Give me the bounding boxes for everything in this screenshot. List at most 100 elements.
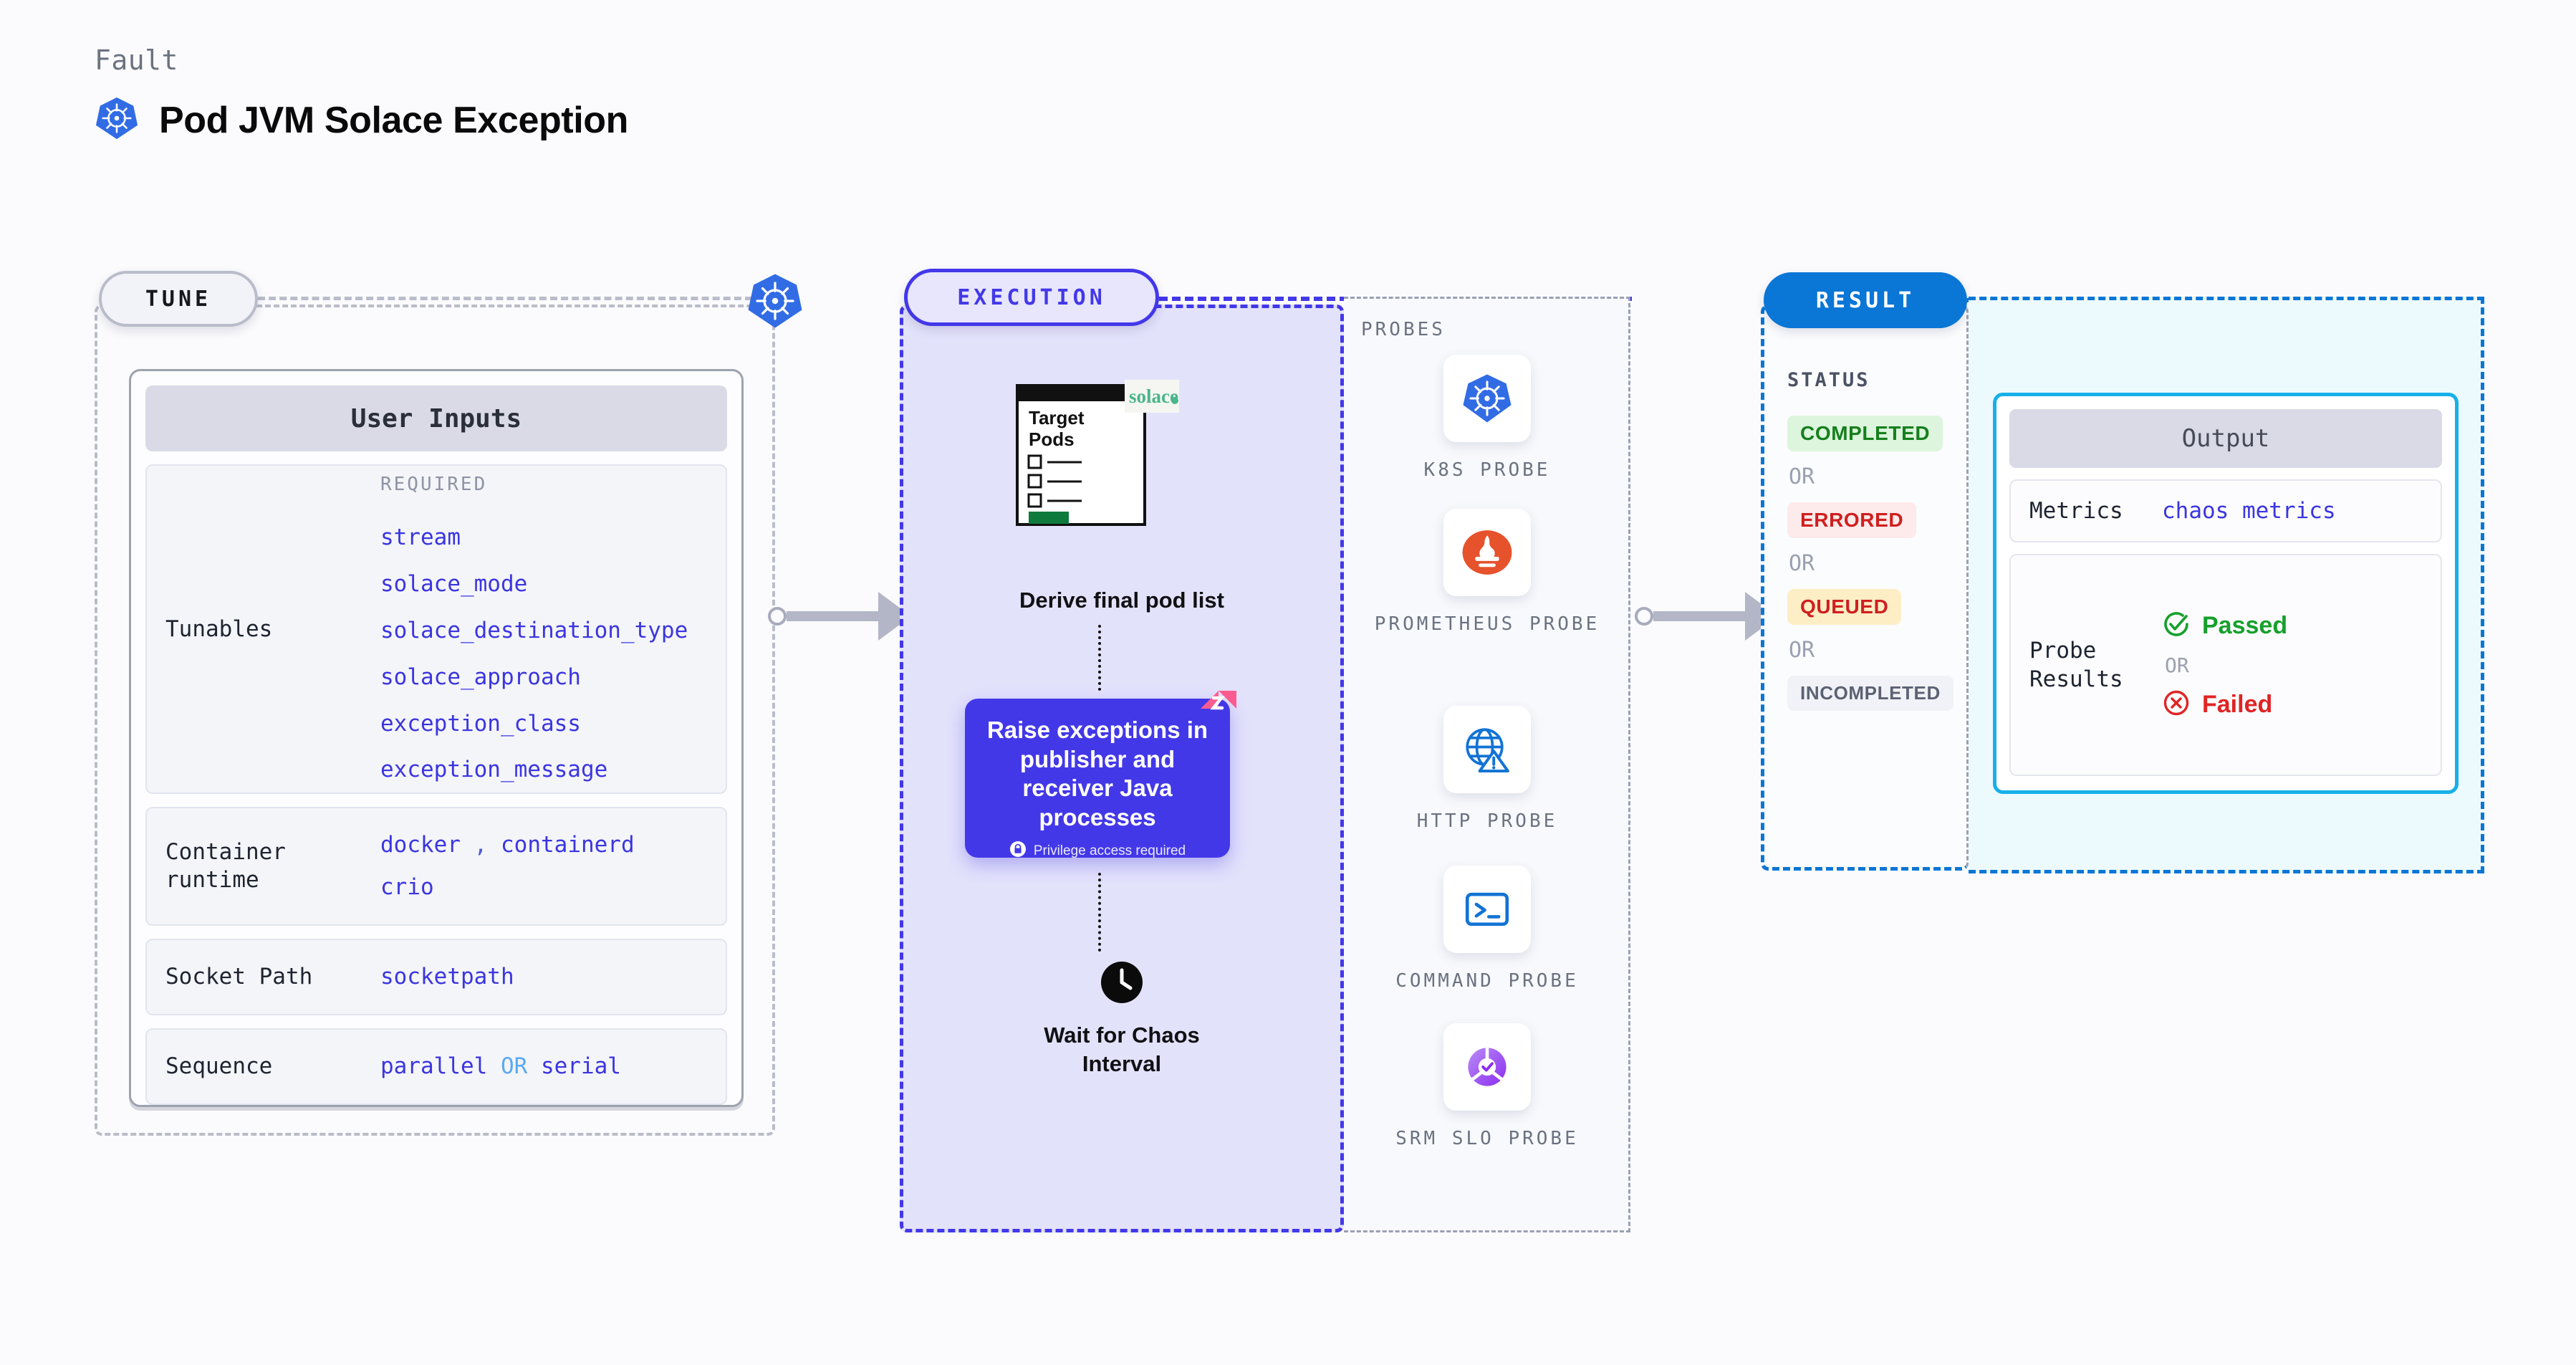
status-section-label: STATUS bbox=[1787, 369, 1870, 391]
status-badge-completed: COMPLETED bbox=[1787, 416, 1943, 451]
metrics-value[interactable]: chaos metrics bbox=[2162, 498, 2336, 525]
privilege-note-text: Privilege access required bbox=[1033, 843, 1186, 858]
prometheus-icon bbox=[1443, 509, 1531, 596]
sequence-serial[interactable]: serial bbox=[540, 1053, 621, 1079]
lock-icon bbox=[1009, 840, 1027, 861]
result-chip[interactable]: RESULT bbox=[1764, 272, 1967, 328]
probe-results-label-text: Probe Results bbox=[2029, 638, 2123, 693]
failed-label: Failed bbox=[2202, 690, 2273, 718]
svg-text:Target: Target bbox=[1029, 407, 1085, 428]
tunables-row: Tunables REQUIRED stream solace_mode sol… bbox=[145, 464, 727, 794]
raise-exceptions-action-box[interactable]: Raise exceptions in publisher and receiv… bbox=[965, 699, 1230, 858]
svg-text:Pods: Pods bbox=[1029, 428, 1075, 450]
clock-icon bbox=[1100, 960, 1144, 1008]
tune-chip-label: TUNE bbox=[145, 286, 212, 312]
kubernetes-icon bbox=[1443, 355, 1531, 442]
probe-label: SRM SLO PROBE bbox=[1395, 1128, 1579, 1149]
page-title: Pod JVM Solace Exception bbox=[159, 99, 629, 141]
page-header: Fault Pod JVM Solace Exception bbox=[95, 44, 628, 144]
probe-results-label: Probe Results bbox=[2029, 636, 2162, 694]
tunable-solace-mode[interactable]: solace_mode bbox=[380, 570, 528, 597]
kubernetes-icon bbox=[95, 96, 139, 144]
connector-bar bbox=[787, 611, 880, 621]
probe-command[interactable]: COMMAND PROBE bbox=[1344, 866, 1630, 994]
kubernetes-icon bbox=[746, 272, 804, 330]
title-row: Pod JVM Solace Exception bbox=[95, 96, 628, 144]
status-badge-errored: ERRORED bbox=[1787, 502, 1917, 538]
wait-label-line2: Interval bbox=[1082, 1051, 1162, 1077]
probe-results-or: OR bbox=[2165, 653, 2189, 677]
sequence-label: Sequence bbox=[165, 1053, 273, 1079]
terminal-icon bbox=[1443, 866, 1531, 953]
tune-chip[interactable]: TUNE bbox=[99, 271, 258, 327]
user-inputs-title: User Inputs bbox=[145, 385, 727, 451]
probe-label: COMMAND PROBE bbox=[1395, 970, 1579, 992]
metrics-row: Metrics chaos metrics bbox=[2009, 479, 2442, 543]
probe-results-row: Probe Results Passed OR bbox=[2009, 554, 2442, 777]
probes-section-label: PROBES bbox=[1361, 319, 1446, 340]
wait-label-line1: Wait for Chaos bbox=[1044, 1022, 1200, 1048]
status-badge-queued: QUEUED bbox=[1787, 589, 1902, 625]
tune-container bbox=[95, 305, 775, 1136]
wait-chaos-interval-node: Wait for Chaos Interval bbox=[900, 960, 1344, 1079]
sequence-row: Sequence parallel OR serial bbox=[145, 1028, 727, 1105]
metrics-label: Metrics bbox=[2029, 498, 2123, 524]
tunable-solace-approach[interactable]: solace_approach bbox=[380, 664, 581, 690]
fault-kicker: Fault bbox=[95, 44, 178, 76]
passed-label: Passed bbox=[2202, 611, 2288, 639]
execution-chip[interactable]: EXECUTION bbox=[904, 269, 1159, 326]
wait-chaos-interval-label: Wait for Chaos Interval bbox=[1044, 1021, 1200, 1079]
probe-label: K8S PROBE bbox=[1423, 459, 1551, 481]
svg-text:solace: solace bbox=[1129, 385, 1178, 407]
derive-pod-list-label: Derive final pod list bbox=[1019, 588, 1224, 613]
probe-srm-slo[interactable]: SRM SLO PROBE bbox=[1344, 1023, 1630, 1151]
result-chip-label: RESULT bbox=[1815, 287, 1916, 313]
runtime-containerd[interactable]: containerd bbox=[501, 832, 635, 858]
tunable-solace-destination-type[interactable]: solace_destination_type bbox=[380, 617, 688, 643]
x-circle-icon bbox=[2162, 689, 2191, 721]
target-pods-document: Target Pods solace bbox=[1013, 380, 1179, 530]
connector-dot bbox=[768, 607, 787, 626]
status-or-2: OR bbox=[1789, 551, 1815, 576]
litmus-chaos-icon bbox=[1198, 688, 1239, 729]
tunables-label: Tunables bbox=[165, 616, 273, 642]
check-circle-icon bbox=[2162, 610, 2191, 642]
probe-label: PROMETHEUS PROBE bbox=[1374, 613, 1600, 635]
socket-path-value[interactable]: socketpath bbox=[380, 963, 514, 990]
flow-arrow-2 bbox=[1098, 873, 1101, 952]
globe-warning-icon bbox=[1443, 706, 1531, 793]
runtime-crio[interactable]: crio bbox=[380, 873, 434, 900]
socket-path-label: Socket Path bbox=[165, 963, 313, 990]
status-badge-incompleted: INCOMPLETED bbox=[1787, 676, 1953, 711]
probe-result-failed: Failed bbox=[2162, 689, 2287, 721]
output-card: Output Metrics chaos metrics Probe Resul… bbox=[1993, 393, 2459, 794]
flow-arrow-1 bbox=[1098, 625, 1101, 691]
tune-connector-line bbox=[258, 297, 752, 300]
tunable-stream[interactable]: stream bbox=[380, 525, 461, 551]
status-list: COMPLETED OR ERRORED OR QUEUED OR INCOMP… bbox=[1787, 416, 1959, 711]
runtime-docker[interactable]: docker bbox=[380, 832, 461, 858]
srm-slo-icon bbox=[1443, 1023, 1531, 1111]
action-box-text: Raise exceptions in publisher and receiv… bbox=[986, 717, 1208, 830]
container-runtime-row: Container runtime docker , containerd cr… bbox=[145, 807, 727, 926]
tunable-exception-class[interactable]: exception_class bbox=[380, 710, 581, 737]
probe-k8s[interactable]: K8S PROBE bbox=[1344, 355, 1630, 483]
probe-prometheus[interactable]: PROMETHEUS PROBE bbox=[1344, 509, 1630, 637]
probe-label: HTTP PROBE bbox=[1416, 810, 1558, 832]
probe-result-passed: Passed bbox=[2162, 610, 2287, 642]
probe-http[interactable]: HTTP PROBE bbox=[1344, 706, 1630, 834]
sequence-or-keyword: OR bbox=[500, 1053, 528, 1079]
privilege-note-row: Privilege access required bbox=[984, 840, 1211, 861]
socket-path-row: Socket Path socketpath bbox=[145, 938, 727, 1015]
connector-dot bbox=[1635, 607, 1653, 626]
tunable-exception-message[interactable]: exception_message bbox=[380, 757, 608, 783]
output-title: Output bbox=[2009, 409, 2442, 468]
execution-chip-label: EXECUTION bbox=[957, 284, 1106, 310]
connector-bar bbox=[1653, 611, 1746, 621]
status-or-1: OR bbox=[1789, 464, 1815, 489]
runtime-separator: , bbox=[474, 832, 488, 858]
required-label: REQUIRED bbox=[380, 473, 488, 495]
status-or-3: OR bbox=[1789, 638, 1815, 663]
user-inputs-card: User Inputs Tunables REQUIRED stream sol… bbox=[129, 369, 744, 1107]
sequence-parallel[interactable]: parallel bbox=[380, 1053, 488, 1079]
